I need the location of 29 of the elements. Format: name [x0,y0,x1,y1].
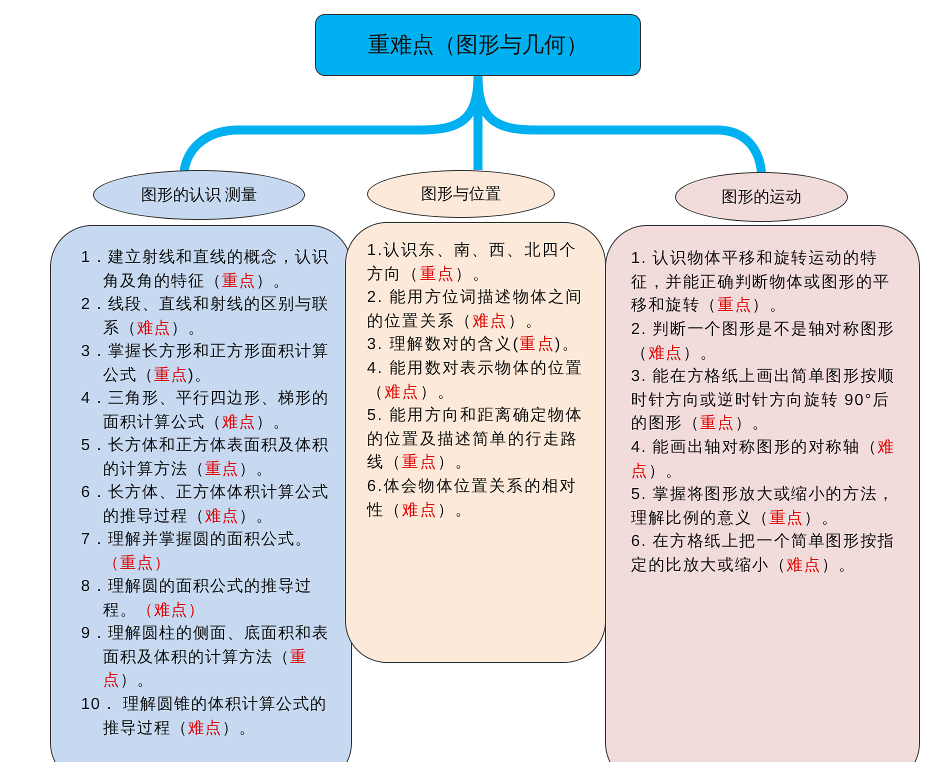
list-item: 4．三角形、平行四边形、梯形的面积计算公式（难点）。 [81,388,330,432]
list-item: 4. 能用数对表示物体的位置（难点）。 [367,358,584,402]
content-box [605,225,920,762]
content-box [50,225,352,762]
list-item: 3．掌握长方形和正方形面积计算公式（重点)。 [81,342,330,386]
list-item: 10． 理解圆锥的体积计算公式的推导过程（难点）。 [81,694,328,738]
list-item: 5．长方体和正方体表面积及体积的计算方法（重点）。 [81,436,330,480]
list-item: 2. 判断一个图形是不是轴对称图形（难点）。 [631,320,896,364]
content-box [345,222,606,663]
list-item: 2. 能用方位词描述物体之间的位置关系（难点）。 [367,288,584,332]
list-item: 5. 能用方向和距离确定物体的位置及描述简单的行走路线（重点）。 [367,406,584,473]
list-item: 6．长方体、正方体体积计算公式的推导过程（难点）。 [81,482,330,526]
list-item: 2．线段、直线和射线的区别与联系（难点）。 [81,294,330,338]
list-item: 1．建立射线和直线的概念，认识角及角的特征（重点）。 [81,248,330,292]
list-item: 6. 在方格纸上把一个简单图形按指定的比放大或缩小（难点）。 [631,532,896,576]
list-item: 6.体会物体位置关系的相对性（难点）。 [367,476,578,520]
list-item: 3. 能在方格纸上画出简单图形按顺时针方向或逆时针方向旋转 90°后的图形（重点）。 [631,366,896,434]
list-item: 8．理解圆的面积公式的推导过程。（难点） [81,576,313,620]
topic-box: 重难点（图形与几何） [315,14,641,76]
category-ellipse: 图形的认识 测量 [93,170,305,220]
list-item: 4. 能画出轴对称图形的对称轴（难点）。 [631,438,896,482]
list-item: 9．理解圆柱的侧面、底面积和表面积及体积的计算方法（重点）。 [81,624,330,691]
list-item: 1.认识东、南、西、北四个方向（重点）。 [367,240,578,284]
list-item: 3. 理解数对的含义(重点)。 [367,334,580,355]
category-ellipse: 图形与位置 [367,170,555,218]
list-item: 5. 掌握将图形放大或缩小的方法，理解比例的意义（重点）。 [631,484,896,528]
list-item: 7．理解并掌握圆的面积公式。（重点） [81,530,313,574]
list-item: 1. 认识物体平移和旋转运动的特征，并能正确判断物体或图形的平移和旋转（重点）。 [631,248,892,316]
category-ellipse: 图形的运动 [675,172,848,222]
